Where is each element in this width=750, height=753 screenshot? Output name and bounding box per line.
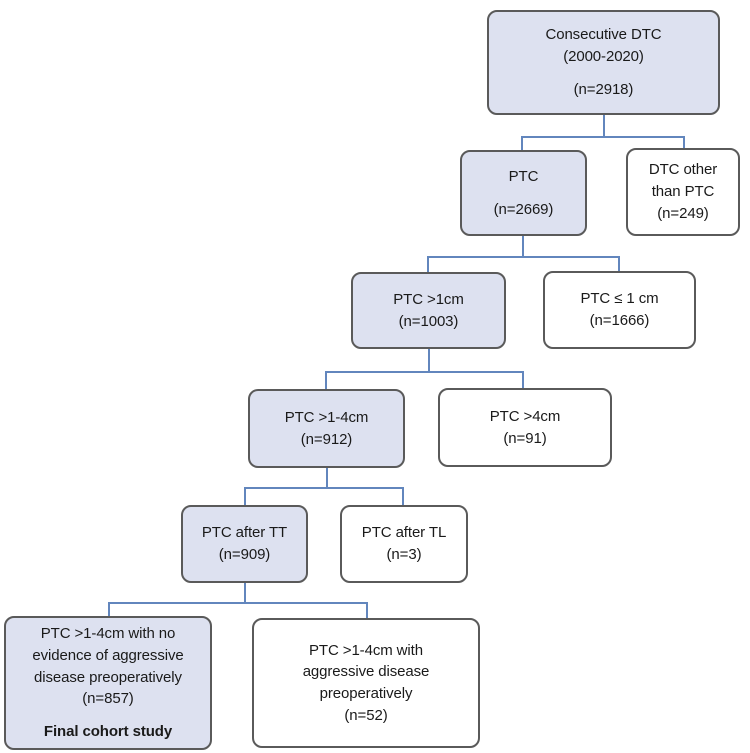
- ptc-greater-than-4cm-node[interactable]: PTC >4cm (n=91): [438, 388, 612, 467]
- ptc-gt-1cm-count: (n=1003): [398, 312, 459, 330]
- connector-to-ptc-gt-1cm: [427, 256, 429, 273]
- aggressive-disease-line-3: preoperatively: [319, 685, 413, 702]
- dtc-other-than-ptc-node[interactable]: DTC other than PTC (n=249): [626, 148, 740, 236]
- connector-to-dtc-other: [683, 136, 685, 152]
- aggressive-disease-node[interactable]: PTC >1-4cm with aggressive disease preop…: [252, 618, 480, 748]
- final-cohort-line-2: evidence of aggressive: [32, 646, 184, 664]
- connector-to-ptc-after-tt: [244, 487, 246, 506]
- connector-ptc-1-4cm-down: [326, 468, 328, 488]
- connector-ptc-after-tt-down: [244, 583, 246, 603]
- connector-to-ptc-le-1cm: [618, 256, 620, 273]
- final-cohort-line-3: disease preoperatively: [34, 668, 182, 686]
- connector-to-ptc-after-tl: [402, 487, 404, 506]
- ptc-le-1cm-label: PTC ≤ 1 cm: [580, 290, 659, 308]
- ptc-less-equal-1cm-node[interactable]: PTC ≤ 1 cm (n=1666): [543, 271, 696, 349]
- ptc-gt-4cm-count: (n=91): [503, 429, 547, 447]
- ptc-after-tt-count: (n=909): [218, 546, 271, 563]
- ptc-node[interactable]: PTC (n=2669): [460, 150, 587, 236]
- connector-to-aggressive-disease: [366, 602, 368, 618]
- ptc-after-tl-label: PTC after TL: [361, 524, 447, 542]
- ptc-after-tt-node[interactable]: PTC after TT (n=909): [181, 505, 308, 583]
- consecutive-dtc-line-2: (2000-2020): [563, 48, 644, 66]
- ptc-1-to-4cm-node[interactable]: PTC >1-4cm (n=912): [248, 389, 405, 468]
- final-cohort-node[interactable]: PTC >1-4cm with no evidence of aggressiv…: [4, 616, 212, 750]
- connector-level1-bus: [521, 136, 685, 138]
- connector-to-ptc: [521, 136, 523, 152]
- ptc-1-4cm-count: (n=912): [300, 430, 353, 448]
- connector-to-final-cohort: [108, 602, 110, 616]
- aggressive-disease-count: (n=52): [344, 706, 388, 724]
- ptc-after-tt-label: PTC after TT: [201, 524, 288, 542]
- connector-consecutive-dtc-down: [603, 114, 605, 137]
- dtc-other-line-2: than PTC: [651, 183, 715, 201]
- aggressive-disease-line-2: aggressive disease: [302, 663, 430, 681]
- consecutive-dtc-node[interactable]: Consecutive DTC (2000-2020) (n=2918): [487, 10, 720, 115]
- final-cohort-study-label: Final cohort study: [43, 723, 173, 741]
- consecutive-dtc-count: (n=2918): [573, 80, 634, 98]
- connector-ptc-down: [522, 235, 524, 257]
- ptc-after-tl-count: (n=3): [386, 546, 422, 563]
- ptc-count: (n=2669): [493, 200, 554, 218]
- connector-level3-bus: [325, 371, 524, 373]
- connector-to-ptc-gt-4cm: [522, 371, 524, 389]
- connector-ptc-gt-1cm-down: [428, 348, 430, 372]
- final-cohort-line-1: PTC >1-4cm with no: [40, 625, 176, 643]
- final-cohort-count: (n=857): [82, 690, 134, 708]
- ptc-after-tl-node[interactable]: PTC after TL (n=3): [340, 505, 468, 583]
- dtc-other-line-1: DTC other: [648, 161, 718, 179]
- ptc-1-4cm-label: PTC >1-4cm: [284, 408, 369, 426]
- connector-to-ptc-1-4cm: [325, 371, 327, 389]
- ptc-gt-4cm-label: PTC >4cm: [489, 407, 561, 425]
- ptc-greater-than-1cm-node[interactable]: PTC >1cm (n=1003): [351, 272, 506, 349]
- consecutive-dtc-line-1: Consecutive DTC: [545, 26, 662, 44]
- connector-level4-bus: [244, 487, 404, 489]
- connector-level2-bus: [427, 256, 620, 258]
- dtc-other-count: (n=249): [657, 204, 709, 222]
- ptc-gt-1cm-label: PTC >1cm: [393, 290, 464, 308]
- aggressive-disease-line-1: PTC >1-4cm with: [309, 641, 423, 659]
- connector-level5-bus: [108, 602, 368, 604]
- ptc-label: PTC: [508, 167, 539, 185]
- ptc-le-1cm-count: (n=1666): [589, 312, 650, 329]
